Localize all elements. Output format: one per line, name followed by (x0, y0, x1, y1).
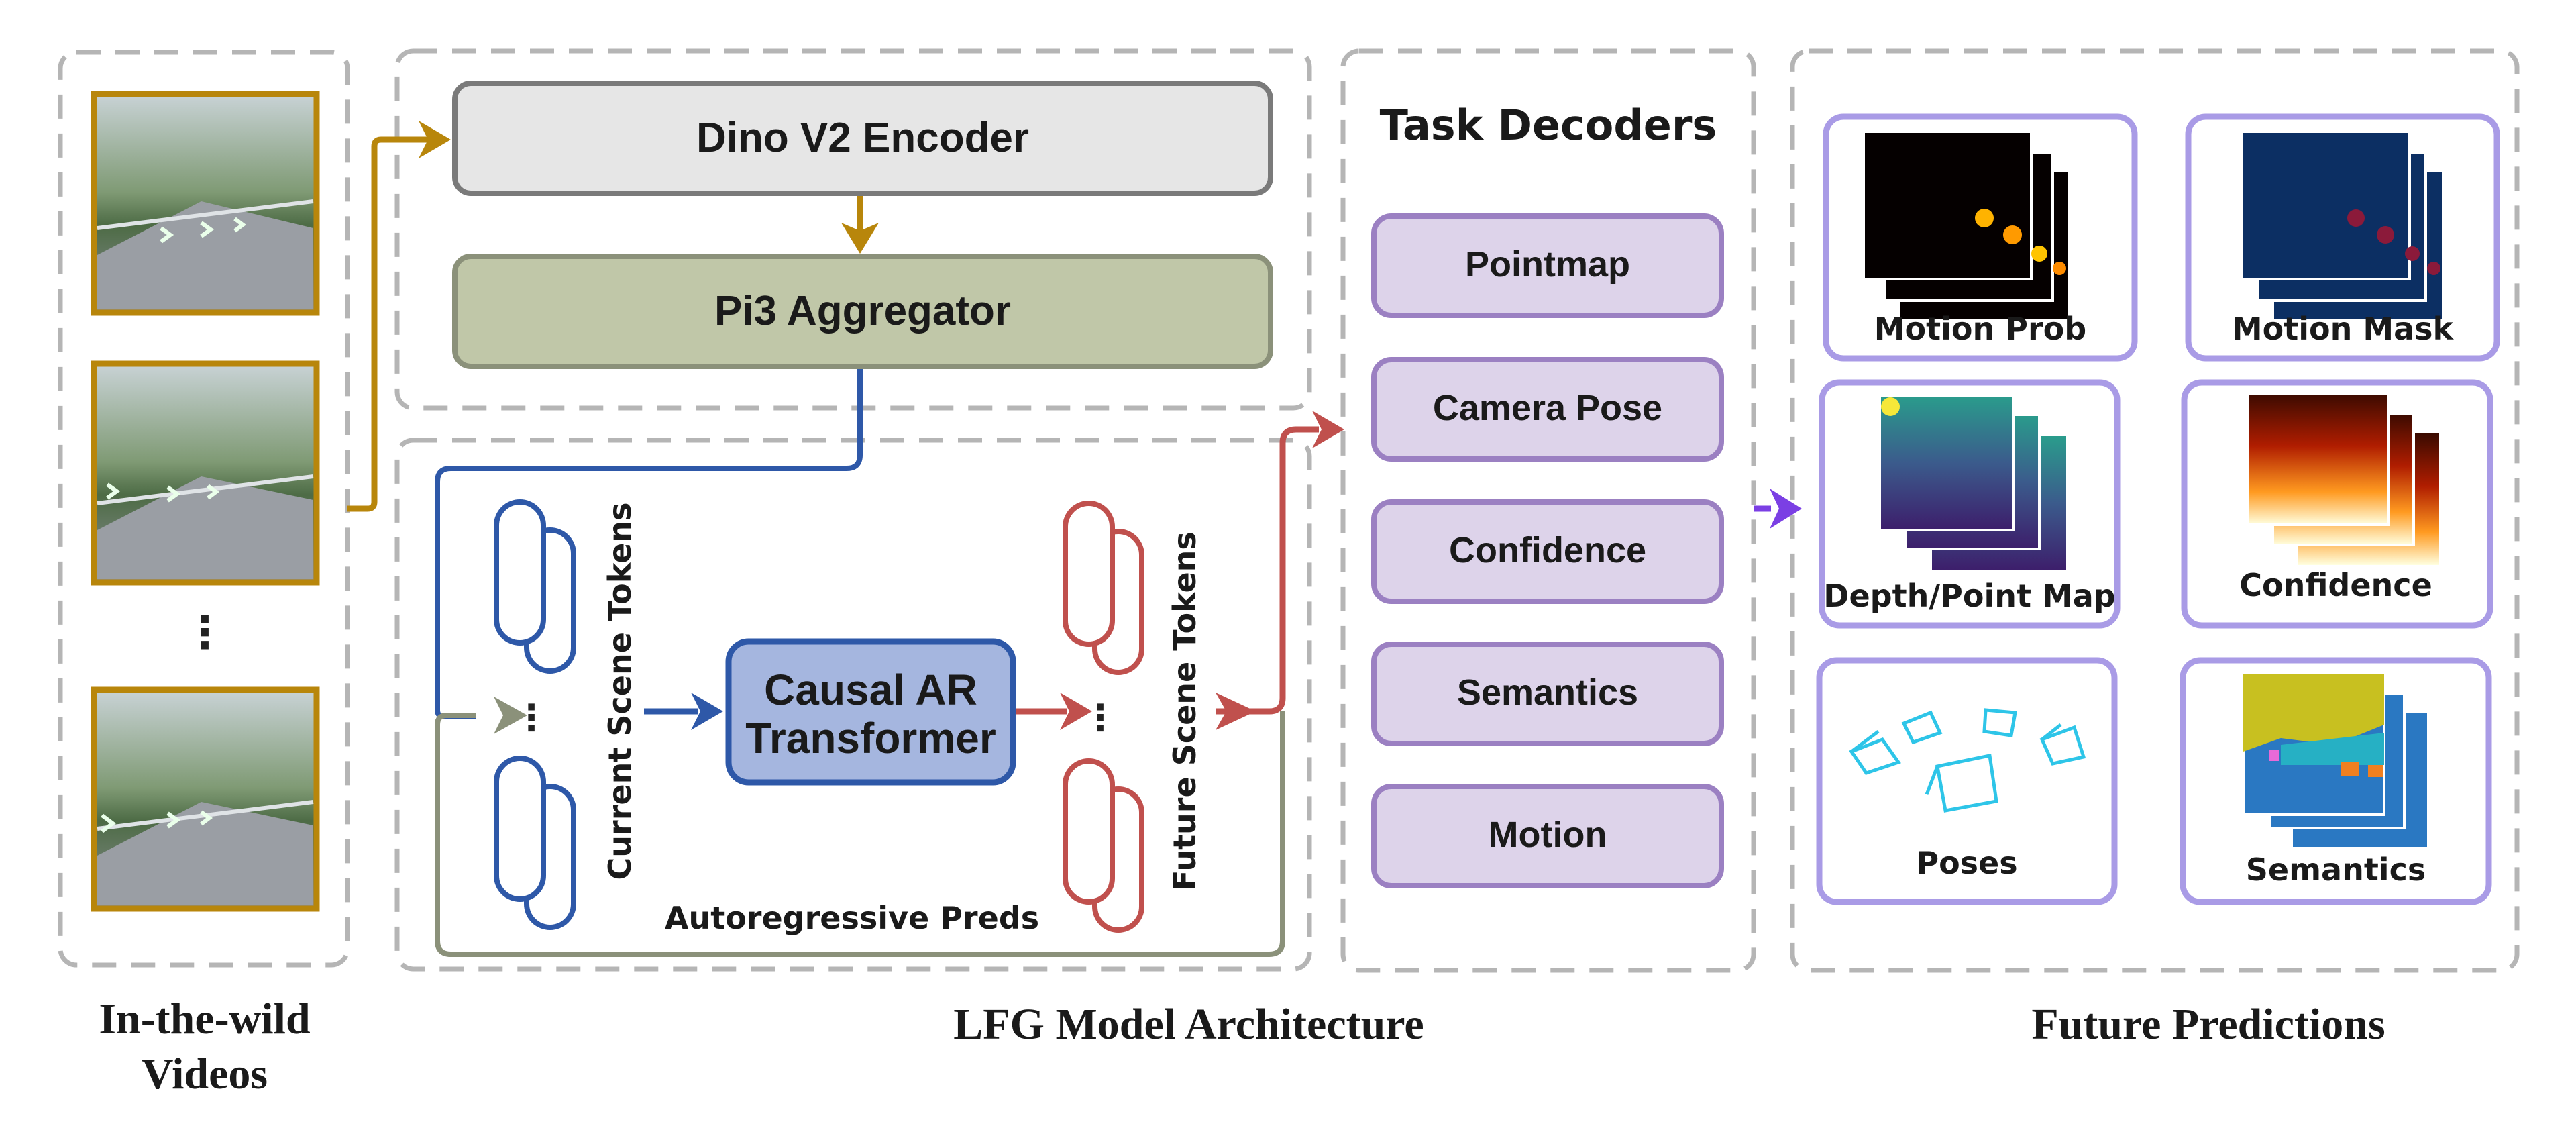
decoder-semantics: Semantics (1371, 642, 1724, 746)
prediction-motion-mask-label: Motion Mask (2232, 311, 2455, 347)
decoder-semantics-label: Semantics (1457, 672, 1638, 713)
causal-ar-transformer-block: Causal AR Transformer (725, 638, 1016, 786)
encoder-panel (394, 48, 1312, 411)
input-to-encoder-arrow (347, 136, 429, 512)
prediction-poses: Poses (1816, 657, 2118, 905)
prediction-semantics: Semantics (2180, 657, 2492, 905)
future-scene-tokens (1063, 501, 1144, 933)
autoregressive-loop (435, 711, 1285, 957)
prediction-poses-label: Poses (1916, 845, 2017, 881)
caption-inputs-line2: Videos (142, 1049, 268, 1098)
prediction-motion-mask: Motion Mask (2185, 113, 2500, 362)
pi3-aggregator-label: Pi3 Aggregator (714, 288, 1011, 334)
caption-predictions: Future Predictions (2031, 1000, 2385, 1049)
decoders-panel (1340, 48, 1756, 973)
transformer-label-line2: Transformer (745, 714, 996, 762)
prediction-motion-prob: Motion Prob (1823, 113, 2138, 362)
current-scene-tokens (494, 499, 576, 930)
frames-ellipsis: ⋮ (182, 607, 227, 658)
prediction-motion-prob-label: Motion Prob (1874, 311, 2086, 347)
decoder-camera-pose: Camera Pose (1371, 357, 1724, 462)
input-to-encoder-arrowhead (419, 121, 451, 158)
decoder-pointmap: Pointmap (1371, 213, 1724, 318)
autoregressive-panel (394, 438, 1312, 972)
prediction-depth-map: Depth/Point Map (1819, 379, 2121, 629)
transformer-to-future-arrowhead (1060, 693, 1092, 730)
caption-architecture: LFG Model Architecture (953, 1000, 1424, 1049)
video-frame-2 (91, 360, 320, 586)
decoders-to-predictions-arrowhead (1770, 489, 1802, 529)
decoder-pointmap-label: Pointmap (1465, 244, 1630, 285)
decoder-confidence: Confidence (1371, 499, 1724, 604)
encoder-to-aggregator-arrowhead (841, 223, 879, 254)
prediction-confidence: Confidence (2181, 379, 2493, 629)
future-to-decoders-path (1216, 426, 1319, 715)
decoder-motion: Motion (1371, 784, 1724, 888)
decoder-camera-pose-label: Camera Pose (1433, 388, 1662, 428)
future-tokens-merge-arrowhead (1216, 693, 1256, 730)
caption-inputs-line1: In-the-wild (99, 994, 310, 1043)
future-to-decoders-arrowhead (1312, 411, 1344, 448)
future-tokens-ellipsis: ⋮ (1082, 697, 1118, 739)
prediction-semantics-label: Semantics (2246, 852, 2426, 888)
autoregressive-loop-arrowhead (494, 697, 527, 734)
current-tokens-ellipsis: ⋮ (513, 697, 549, 739)
video-frame-1 (91, 91, 320, 316)
current-to-transformer-arrowhead (691, 693, 723, 730)
task-decoders-title: Task Decoders (1380, 101, 1717, 150)
current-tokens-label: Current Scene Tokens (602, 503, 638, 880)
prediction-confidence-label: Confidence (2239, 567, 2432, 603)
pi3-aggregator-block: Pi3 Aggregator (452, 254, 1273, 369)
autoregressive-preds-label: Autoregressive Preds (665, 900, 1039, 936)
transformer-label-line1: Causal AR (764, 666, 977, 714)
caption-inputs: In-the-wild Videos (99, 994, 310, 1098)
prediction-depth-map-label: Depth/Point Map (1823, 578, 2115, 614)
dino-encoder-block: Dino V2 Encoder (452, 81, 1273, 196)
video-frame-3 (91, 686, 320, 912)
future-tokens-label: Future Scene Tokens (1167, 531, 1203, 891)
decoder-motion-label: Motion (1489, 815, 1607, 855)
dino-encoder-label: Dino V2 Encoder (696, 115, 1029, 161)
decoder-confidence-label: Confidence (1449, 530, 1646, 570)
